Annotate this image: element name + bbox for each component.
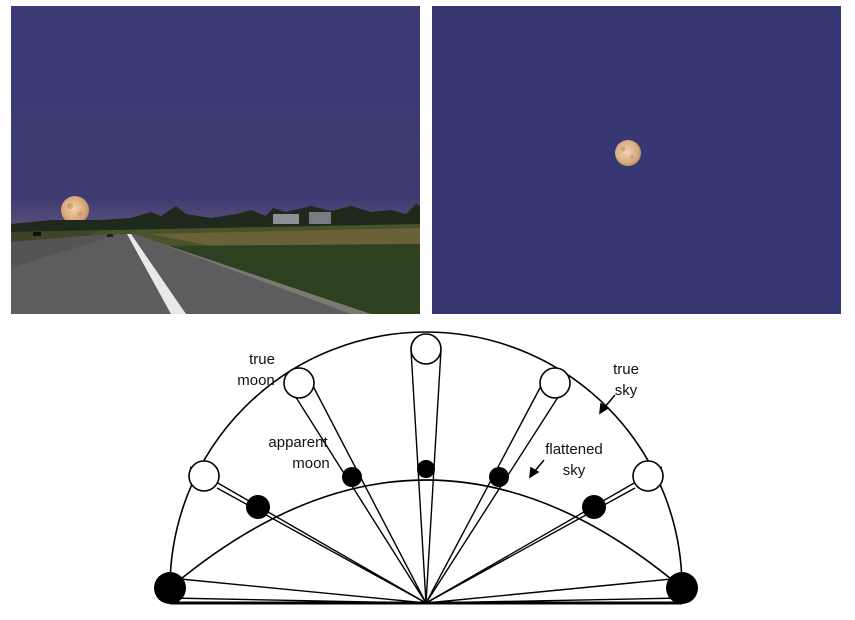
moon-icon <box>615 140 641 166</box>
true-sky-label-2: sky <box>615 382 638 399</box>
flattened-sky-label-1: flattened <box>545 441 603 458</box>
moon-illusion-diagram: true moon apparent moon flattened sky tr… <box>154 331 698 605</box>
field-dark <box>161 244 420 314</box>
true-sky-label-1: true <box>613 361 639 378</box>
high-moon-photo <box>432 6 841 314</box>
road-edge-line <box>127 234 186 314</box>
true-moon-label-2: moon <box>237 372 275 389</box>
apparent-moon-right-high <box>489 467 509 487</box>
flattened-sky-arc <box>169 479 683 589</box>
moon-icon <box>61 196 89 224</box>
farm-building <box>309 212 331 224</box>
apparent-moon-right-low <box>582 495 606 519</box>
apparent-moon-left-low <box>246 495 270 519</box>
true-moon-right-high <box>539 367 571 399</box>
horizon-moon-left <box>154 572 186 604</box>
car <box>33 232 41 236</box>
horizon-moon-photo <box>11 6 420 314</box>
true-moon-zenith <box>410 333 442 365</box>
apparent-moon-label-2: moon <box>292 455 330 472</box>
true-sky-arrow <box>603 394 616 409</box>
true-moon-left-low <box>188 460 220 492</box>
road <box>11 234 361 314</box>
true-moon-right-low <box>632 460 664 492</box>
apparent-moon-left-high <box>342 467 362 487</box>
arrow-head <box>529 466 540 479</box>
true-moon-left-high <box>283 367 315 399</box>
apparent-moon-zenith <box>417 460 435 478</box>
farm-building <box>273 214 299 224</box>
flattened-sky-label-2: sky <box>563 462 586 479</box>
apparent-moon-label-1: apparent <box>268 434 328 451</box>
horizon-moon-right <box>666 572 698 604</box>
arrow-head <box>599 402 610 415</box>
true-moon-label-1: true <box>249 351 275 368</box>
